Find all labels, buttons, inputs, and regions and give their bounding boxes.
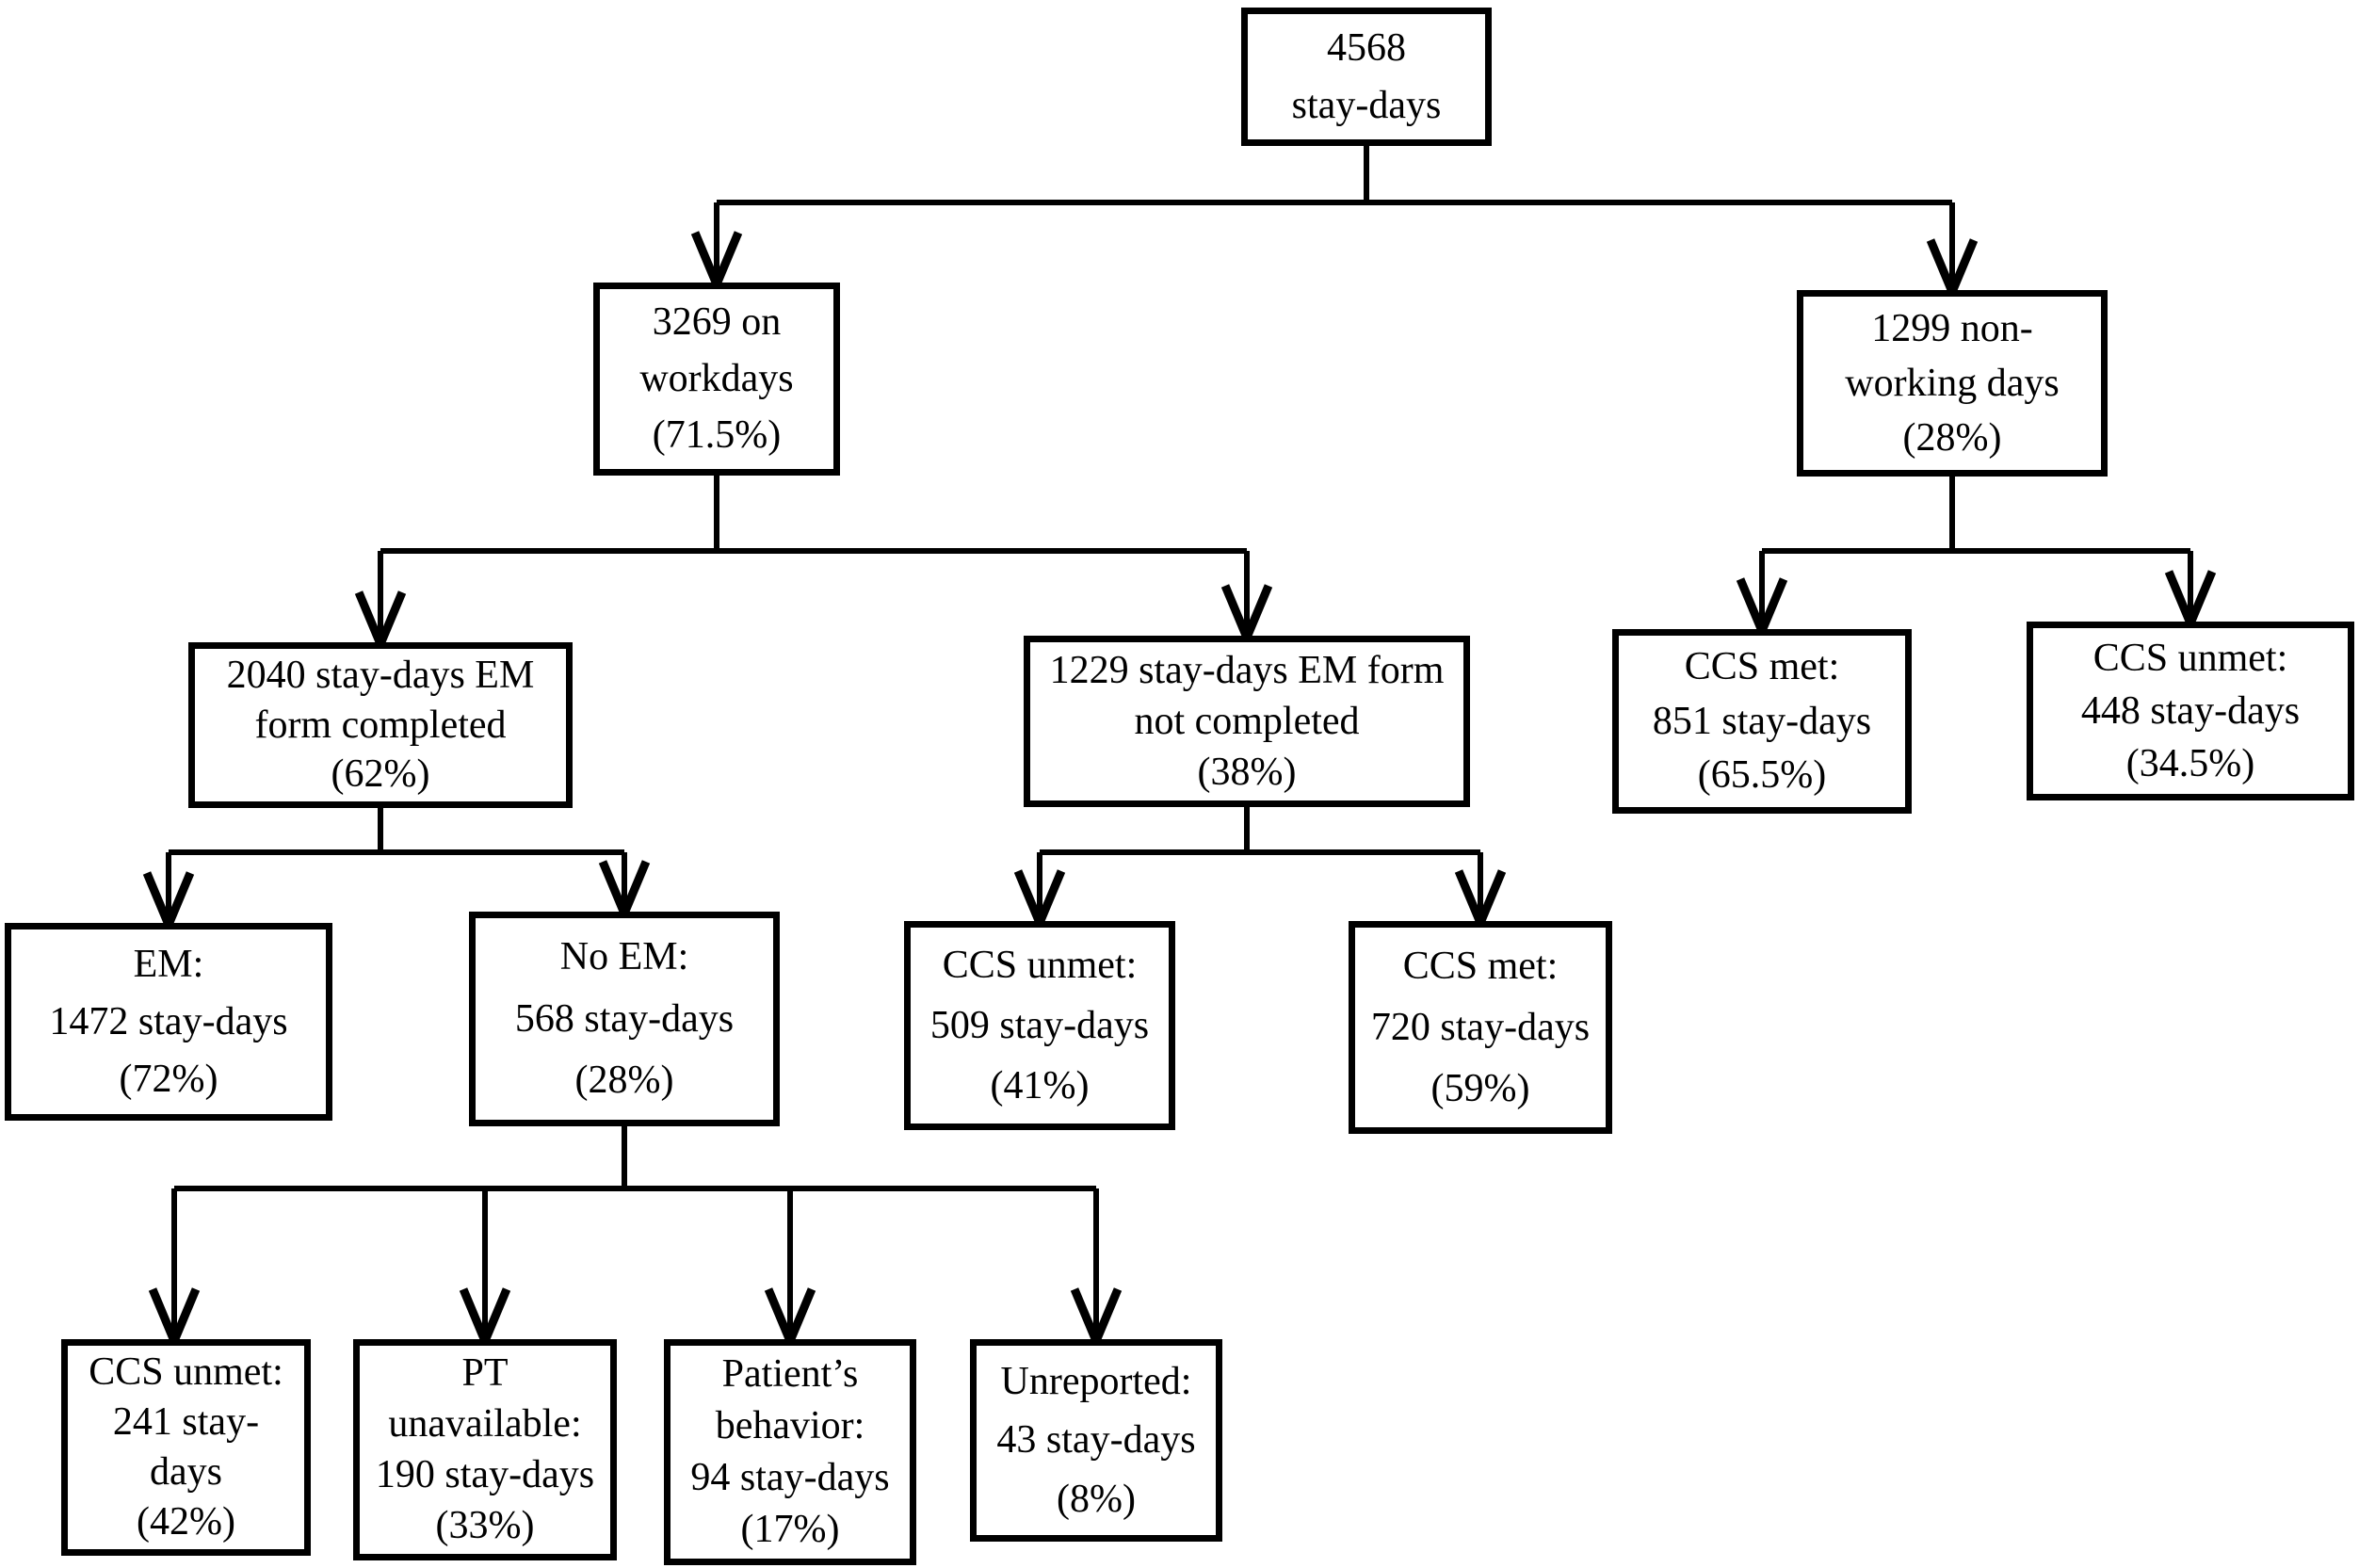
node-nonworking-ccs-met: CCS met: 851 stay-days (65.5%)	[1612, 629, 1912, 814]
node-line: (72%)	[119, 1057, 218, 1101]
node-line: not completed	[1134, 699, 1360, 743]
node-line: (71.5%)	[652, 413, 782, 458]
node-line: (28%)	[1902, 415, 2002, 460]
node-line: CCS met:	[1402, 944, 1559, 988]
node-nonworking-ccs-unmet: CCS unmet: 448 stay-days (34.5%)	[2027, 622, 2354, 800]
edges-from-em-not-completed-arrowheads	[1013, 869, 1507, 934]
node-workdays: 3269 on workdays (71.5%)	[593, 283, 840, 476]
node-line: 4568	[1327, 26, 1406, 70]
node-line: (34.5%)	[2125, 741, 2255, 785]
node-line: No EM:	[559, 935, 689, 979]
node-line: 241 stay-	[112, 1400, 260, 1445]
node-line: (65.5%)	[1697, 753, 1827, 798]
node-line: (42%)	[137, 1500, 235, 1544]
edges-from-em-completed-lines	[166, 806, 627, 923]
node-line: 3269 on	[652, 300, 782, 345]
node-line: 720 stay-days	[1370, 1005, 1591, 1049]
node-patient-behavior: Patient’s behavior: 94 stay-days (17%)	[664, 1339, 916, 1565]
node-line: 851 stay-days	[1652, 699, 1872, 743]
node-total-stay-days: 4568 stay-days	[1241, 8, 1492, 146]
edges-from-em-not-completed-lines	[1037, 805, 1483, 921]
edges-from-workdays-lines	[378, 474, 1250, 642]
node-line: (33%)	[435, 1504, 535, 1548]
node-line: (41%)	[990, 1063, 1090, 1107]
node-line: (62%)	[331, 752, 430, 797]
node-line: 1299 non-	[1871, 306, 2033, 350]
node-line: days	[150, 1450, 222, 1495]
node-pt-unavailable: PT unavailable: 190 stay-days (33%)	[353, 1339, 617, 1560]
node-em-form-not-completed: 1229 stay-days EM form not completed (38…	[1024, 636, 1470, 807]
node-line: (17%)	[740, 1508, 840, 1552]
edges-from-no-em-lines	[171, 1124, 1099, 1339]
node-line: 2040 stay-days EM	[226, 654, 535, 698]
node-line: CCS unmet:	[2092, 636, 2288, 680]
node-line: working days	[1845, 361, 2060, 405]
node-line: (28%)	[574, 1059, 674, 1103]
node-line: EM:	[133, 942, 204, 986]
node-ccs-unmet-241: CCS unmet: 241 stay- days (42%)	[61, 1339, 311, 1556]
node-line: CCS met:	[1684, 645, 1840, 689]
node-unreported: Unreported: 43 stay-days (8%)	[970, 1339, 1222, 1542]
node-line: PT	[461, 1351, 509, 1396]
edges-from-nonworking-lines	[1759, 475, 2193, 629]
node-line: (8%)	[1057, 1477, 1136, 1521]
edges-from-total-arrowheads	[690, 231, 1979, 303]
node-line: 509 stay-days	[929, 1003, 1150, 1047]
node-line: Patient’s	[721, 1352, 859, 1397]
node-line: workdays	[639, 357, 794, 401]
node-line: 43 stay-days	[996, 1418, 1196, 1463]
node-line: CCS unmet:	[89, 1350, 283, 1395]
node-line: 1472 stay-days	[49, 999, 288, 1043]
node-line: 190 stay-days	[375, 1453, 595, 1497]
node-nonworking-days: 1299 non- working days (28%)	[1797, 290, 2108, 477]
node-line: 94 stay-days	[690, 1456, 890, 1500]
node-line: Unreported:	[1000, 1359, 1192, 1403]
node-ccs-unmet-509: CCS unmet: 509 stay-days (41%)	[904, 921, 1175, 1130]
node-line: unavailable:	[388, 1402, 582, 1447]
node-line: 1229 stay-days EM form	[1049, 648, 1445, 692]
node-line: 448 stay-days	[2080, 688, 2301, 733]
node-line: form completed	[254, 703, 507, 747]
node-line: behavior:	[715, 1404, 865, 1448]
node-ccs-met-720: CCS met: 720 stay-days (59%)	[1349, 921, 1612, 1134]
node-line: (59%)	[1430, 1066, 1530, 1110]
node-line: stay-days	[1291, 83, 1442, 127]
node-line: 568 stay-days	[514, 996, 735, 1041]
edges-from-total-lines	[714, 144, 1955, 290]
edges-from-no-em-arrowheads	[148, 1287, 1123, 1352]
node-line: CCS unmet:	[942, 943, 1138, 987]
node-no-em: No EM: 568 stay-days (28%)	[469, 912, 780, 1126]
node-em-form-completed: 2040 stay-days EM form completed (62%)	[188, 642, 573, 808]
node-line: (38%)	[1197, 750, 1297, 794]
node-em: EM: 1472 stay-days (72%)	[5, 923, 332, 1121]
